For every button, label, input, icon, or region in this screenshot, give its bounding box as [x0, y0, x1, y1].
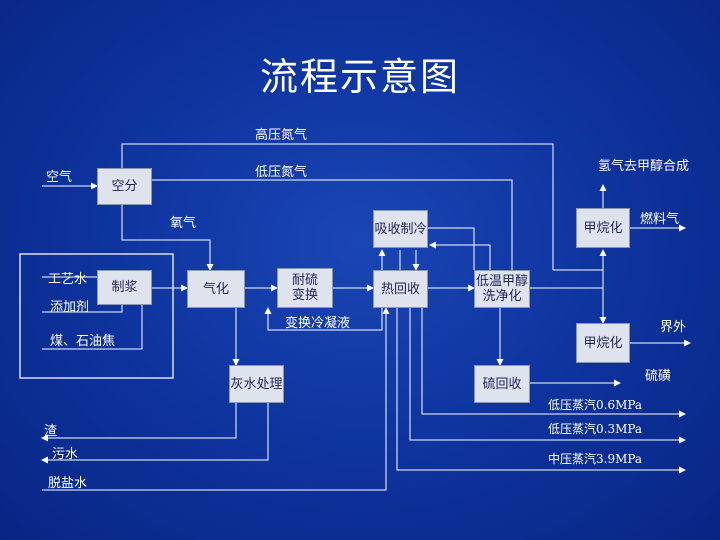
box-rehuishou: 热回收: [373, 270, 428, 308]
steam03-line: [409, 308, 686, 444]
label-tianjiaji: 添加剂: [50, 300, 90, 315]
label-mei: 煤、石油焦: [50, 334, 116, 349]
box-naiiliu: 耐硫 变换: [277, 268, 333, 308]
label-steam-06: 低压蒸汽0.6MPa: [548, 398, 643, 412]
wastewater-line: [41, 403, 269, 464]
label-tuoyanshui: 脱盐水: [48, 476, 88, 491]
label-yangqi: 氧气: [170, 216, 197, 231]
label-jiewai: 界外: [660, 320, 687, 335]
label-zha: 渣: [44, 424, 58, 439]
box-qihua: 气化: [187, 270, 245, 308]
box-liuhuishou: 硫回收: [474, 365, 530, 403]
hp-n2-line: [121, 143, 554, 270]
lp-n2-line: [152, 179, 513, 270]
box-diwen: 低温甲醇 洗净化: [474, 270, 530, 308]
box-kongfen: 空分: [97, 168, 152, 205]
label-liuhuang: 硫磺: [645, 369, 672, 384]
condensate-line: [264, 307, 383, 331]
box-jiawanhua-1: 甲烷化: [576, 208, 630, 248]
label-ranliaoqi: 燃料气: [640, 212, 680, 227]
coal-line: [42, 305, 143, 350]
slide-title: 流程示意图: [259, 55, 460, 99]
label-wushui: 污水: [52, 447, 79, 462]
label-gongyishui: 工艺水: [48, 272, 88, 287]
box-huishui: 灰水处理: [229, 365, 284, 403]
label-steam-03: 低压蒸汽0.3MPa: [548, 422, 643, 436]
feed-group-frame: [19, 253, 174, 379]
demin-line: [42, 307, 390, 491]
abs-to-rect: [428, 227, 475, 270]
steam39-line: [396, 308, 686, 474]
rect-to-abs: [429, 241, 491, 270]
box-jiawanhua-2: 甲烷化: [576, 323, 630, 363]
label-kongqi: 空气: [46, 170, 73, 185]
additive-line: [42, 305, 123, 313]
steam06-line: [421, 308, 686, 418]
label-diya-danqi: 低压氮气: [255, 165, 308, 180]
o2-line: [121, 205, 214, 271]
label-qingqi: 氢气去甲醇合成: [598, 159, 690, 174]
slag-line: [41, 403, 237, 442]
box-xishou: 吸收制冷: [373, 210, 428, 248]
label-steam-39: 中压蒸汽3.9MPa: [548, 452, 643, 466]
box-zhijiang: 制浆: [97, 270, 152, 305]
label-gaoya-danqi: 高压氮气: [255, 128, 308, 143]
label-bianhuan-ningjie: 变换冷凝液: [285, 316, 351, 331]
